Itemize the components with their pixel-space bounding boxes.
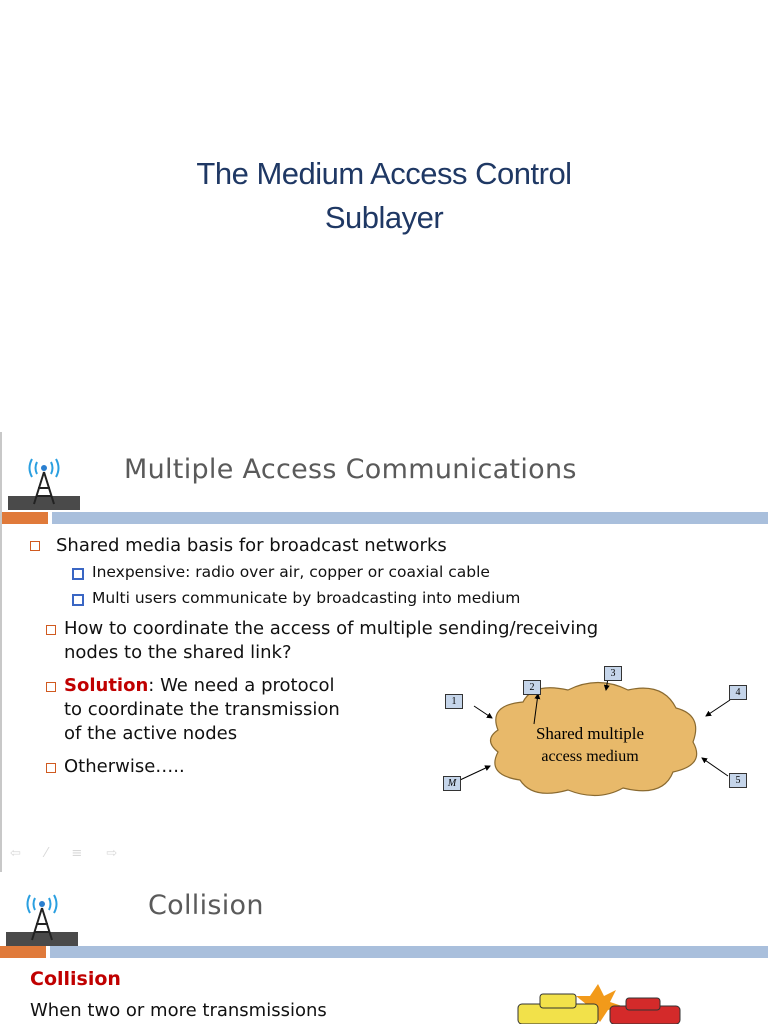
bullet-marker (46, 682, 56, 692)
sub-bullet-multi-users: Multi users communicate by broadcasting … (92, 589, 521, 607)
cloud-shape (489, 681, 698, 797)
slide-title: Multiple Access Communications (124, 454, 577, 485)
bullet-marker (46, 763, 56, 773)
antenna-logo-icon (6, 894, 78, 946)
bullet-marker (46, 625, 56, 635)
bullet-solution-line-3: of the active nodes (64, 723, 238, 744)
solution-label: Solution (64, 675, 149, 696)
sub-bullet-marker (72, 594, 84, 606)
presentation-title: The Medium Access Control Sublayer (0, 152, 768, 240)
cloud-label-line-1: Shared multiple (535, 724, 645, 743)
slide-nav-icons: ⇦ ⁄ ≡ ⇨ (10, 846, 128, 861)
bullet-solution-line-2: to coordinate the transmission (64, 699, 340, 720)
title-line-1: The Medium Access Control (196, 156, 572, 191)
cloud-label-line-2: access medium (541, 748, 639, 765)
car-crash-illustration-icon (517, 984, 681, 1024)
accent-bar-orange (0, 946, 46, 958)
antenna-logo-icon (8, 458, 80, 510)
bullet-marker (30, 541, 40, 551)
collision-text: When two or more transmissions (30, 1000, 327, 1021)
bullet-coordinate-line-1: How to coordinate the access of multiple… (64, 618, 599, 639)
sub-bullet-marker (72, 568, 84, 580)
node-m: M (443, 776, 461, 791)
slide-collision: Collision Collision When two or more tra… (0, 872, 768, 1024)
bullet-coordinate-line-2: nodes to the shared link? (64, 642, 292, 663)
node-5: 5 (729, 773, 747, 788)
accent-bar-blue (52, 512, 768, 524)
bullet-shared-media: Shared media basis for broadcast network… (56, 535, 447, 556)
slide-multiple-access: Multiple Access Communications Shared me… (0, 432, 768, 872)
collision-heading: Collision (30, 968, 121, 990)
node-2: 2 (523, 680, 541, 695)
bullet-otherwise: Otherwise….. (64, 756, 185, 777)
node-1: 1 (445, 694, 463, 709)
shared-medium-diagram (459, 677, 731, 797)
node-3: 3 (604, 666, 622, 681)
title-line-2: Sublayer (324, 200, 444, 235)
bullet-solution-line-1: Solution: We need a protocol (64, 675, 335, 696)
title-slide: The Medium Access Control Sublayer (0, 0, 768, 430)
slide-title: Collision (148, 890, 264, 921)
accent-bar-orange (2, 512, 48, 524)
accent-bar-blue (50, 946, 768, 958)
sub-bullet-inexpensive: Inexpensive: radio over air, copper or c… (92, 563, 490, 581)
solution-text: : We need a protocol (148, 675, 335, 696)
node-4: 4 (729, 685, 747, 700)
